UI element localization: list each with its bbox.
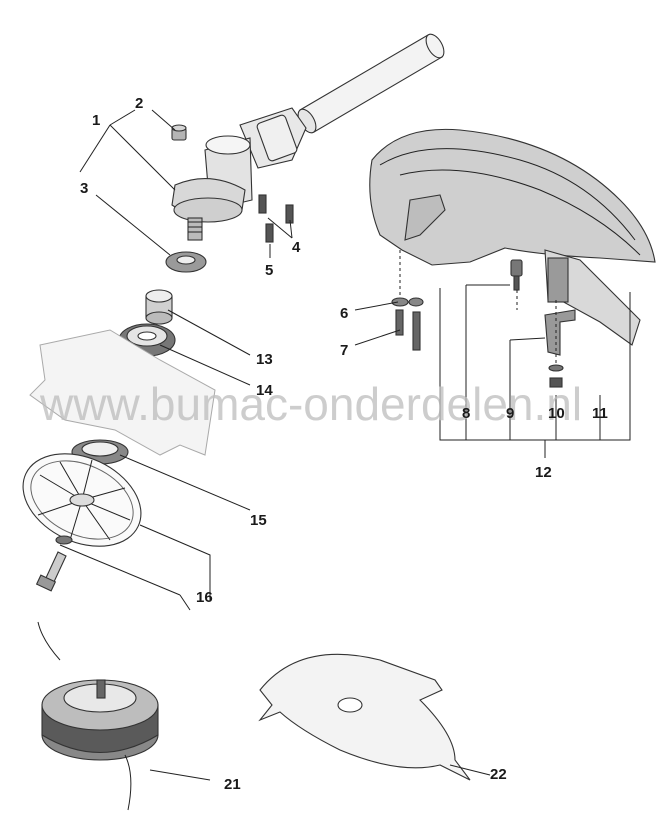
callout-21: 21 — [224, 776, 241, 793]
callout-7: 7 — [340, 342, 348, 359]
callout-12: 12 — [535, 464, 552, 481]
callout-11: 11 — [592, 405, 608, 422]
callout-13: 13 — [256, 351, 273, 368]
callout-15: 15 — [250, 512, 267, 529]
small-bearing — [145, 289, 173, 325]
gear-head-screw — [171, 124, 187, 141]
callout-16: 16 — [196, 589, 213, 606]
gear-head-bolts — [258, 194, 294, 243]
callout-1: 1 — [92, 112, 100, 129]
guard-plate-bolt — [35, 535, 73, 592]
three-tooth-blade — [258, 653, 471, 781]
trimmer-head — [37, 621, 159, 811]
callout-14: 14 — [256, 382, 273, 399]
callout-10: 10 — [548, 405, 565, 422]
guard-plate — [22, 453, 142, 547]
callout-4: 4 — [292, 239, 301, 256]
drive-shaft-tube — [297, 33, 445, 134]
gear-head — [171, 107, 307, 241]
shield-fasteners — [391, 259, 576, 388]
watermark-text: www.bumac-onderdelen.nl — [39, 378, 582, 430]
callout-22: 22 — [490, 766, 507, 783]
cutting-blade — [29, 329, 216, 456]
callout-6: 6 — [340, 305, 348, 322]
cup-washer — [71, 439, 129, 465]
callout-8: 8 — [462, 405, 470, 422]
guard-shield — [369, 128, 656, 346]
leader-lines — [59, 109, 631, 781]
callout-9: 9 — [506, 405, 514, 422]
callout-3: 3 — [80, 180, 88, 197]
seal-ring — [165, 251, 207, 273]
callout-5: 5 — [265, 262, 273, 279]
callout-2: 2 — [135, 95, 143, 112]
